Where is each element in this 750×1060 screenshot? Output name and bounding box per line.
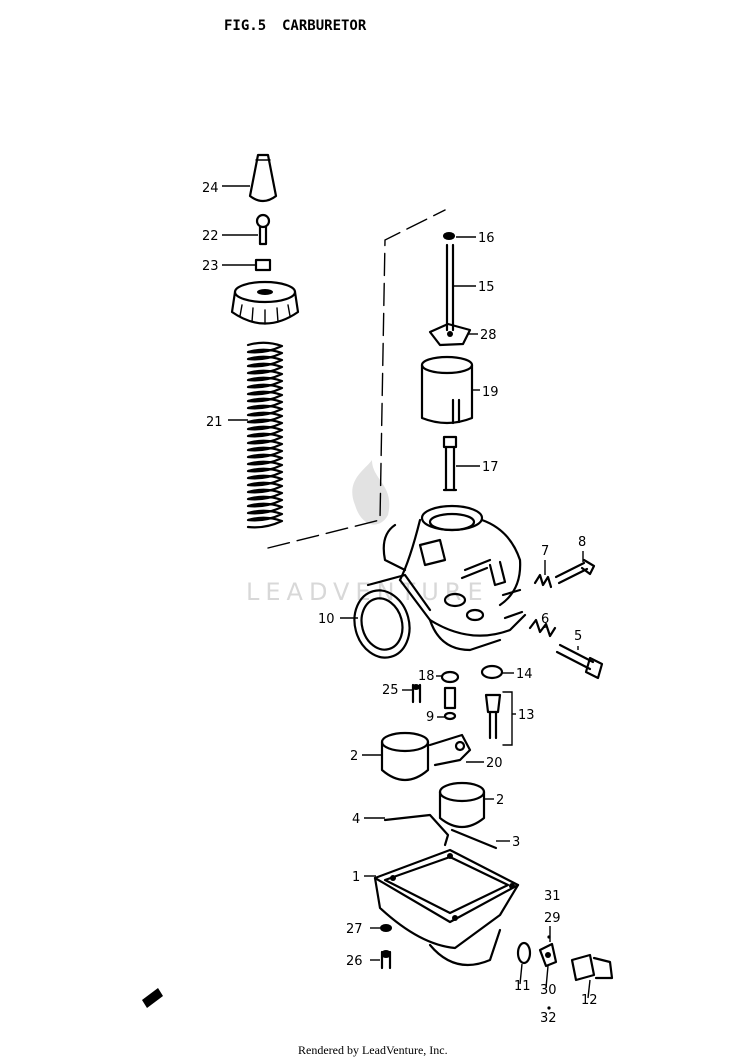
callout-6: 6	[541, 612, 549, 627]
callout-28: 28	[480, 328, 497, 343]
fig-number: FIG.5	[224, 18, 266, 34]
callout-4: 4	[352, 812, 360, 827]
callout-25: 25	[382, 683, 399, 698]
callout-29: 29	[544, 911, 561, 926]
part-5-throttle-stop-screw	[555, 643, 604, 680]
callout-1: 1	[352, 870, 360, 885]
separator-dot-1	[547, 1006, 551, 1010]
part-27-screw	[380, 924, 392, 932]
watermark: LEADVENTURE	[246, 460, 489, 606]
part-14-o-ring	[480, 664, 504, 680]
part-9-pilot-jet	[443, 686, 457, 721]
callout-7: 7	[541, 544, 549, 559]
callout-21: 21	[206, 415, 223, 430]
callout-19: 19	[482, 385, 499, 400]
part-1-float-chamber	[373, 848, 520, 967]
part-19-throttle-valve	[420, 355, 474, 425]
callout-31: 31	[544, 889, 561, 904]
part-17-needle-jet	[442, 435, 458, 492]
part-4-gasket	[383, 813, 450, 847]
callout-14: 14	[516, 667, 533, 682]
edition-mark	[142, 988, 163, 1008]
callout-15: 15	[478, 280, 495, 295]
part-24-cover-cap	[248, 153, 278, 203]
callout-9: 9	[426, 710, 434, 725]
callout-13: 13	[518, 708, 535, 723]
part-26-screw	[380, 950, 392, 970]
leader-line-11	[519, 963, 523, 985]
leader-line-12	[587, 979, 591, 999]
callout-2b: 2	[496, 793, 504, 808]
callout-27: 27	[346, 922, 363, 937]
footer-credit: Rendered by LeadVenture, Inc.	[298, 1043, 448, 1057]
part-13-main-jet	[484, 691, 513, 746]
separator-dot-0	[547, 935, 551, 939]
part-29-drain-screw	[538, 942, 558, 968]
part-25-plug	[411, 683, 422, 704]
part-8-screw	[554, 558, 596, 585]
callout-12: 12	[581, 993, 598, 1008]
callout-17: 17	[482, 460, 499, 475]
callout-3: 3	[512, 835, 520, 850]
part-28-plate	[428, 322, 472, 347]
part-18-washer	[440, 670, 460, 684]
part-20-float-arm	[428, 733, 472, 767]
part-21-spring	[246, 341, 284, 529]
callout-26: 26	[346, 954, 363, 969]
part-16-clip	[443, 232, 455, 240]
part-6-spring	[528, 618, 557, 638]
part-2-float-right	[438, 781, 486, 829]
part-10-intake-flange	[353, 573, 432, 659]
callout-22: 22	[202, 229, 219, 244]
part-2-float-left	[380, 731, 430, 782]
part-3-float-pin	[450, 828, 498, 850]
callout-30: 30	[540, 983, 557, 998]
callout-16: 16	[478, 231, 495, 246]
part-22-cable-end	[255, 213, 271, 246]
part-23-nut	[254, 258, 272, 272]
leader-line-30	[545, 965, 549, 989]
fig-title: CARBURETOR	[282, 18, 367, 34]
assembly-dash-line	[267, 209, 446, 549]
callout-20: 20	[486, 756, 503, 771]
callout-32: 32	[540, 1011, 557, 1026]
part-top-cap	[230, 280, 300, 325]
watermark-text: LEADVENTURE	[246, 578, 489, 606]
part-12-drain-plug	[570, 953, 614, 982]
callout-5: 5	[574, 629, 582, 644]
part-15-jet-needle	[445, 243, 455, 332]
callout-10: 10	[318, 612, 335, 627]
callout-11: 11	[514, 979, 531, 994]
callout-2a: 2	[350, 749, 358, 764]
callout-18: 18	[418, 669, 435, 684]
callout-8: 8	[578, 535, 586, 550]
callout-24: 24	[202, 181, 219, 196]
part-11-washer	[516, 941, 532, 965]
callout-23: 23	[202, 259, 219, 274]
part-7-spring	[533, 573, 553, 589]
